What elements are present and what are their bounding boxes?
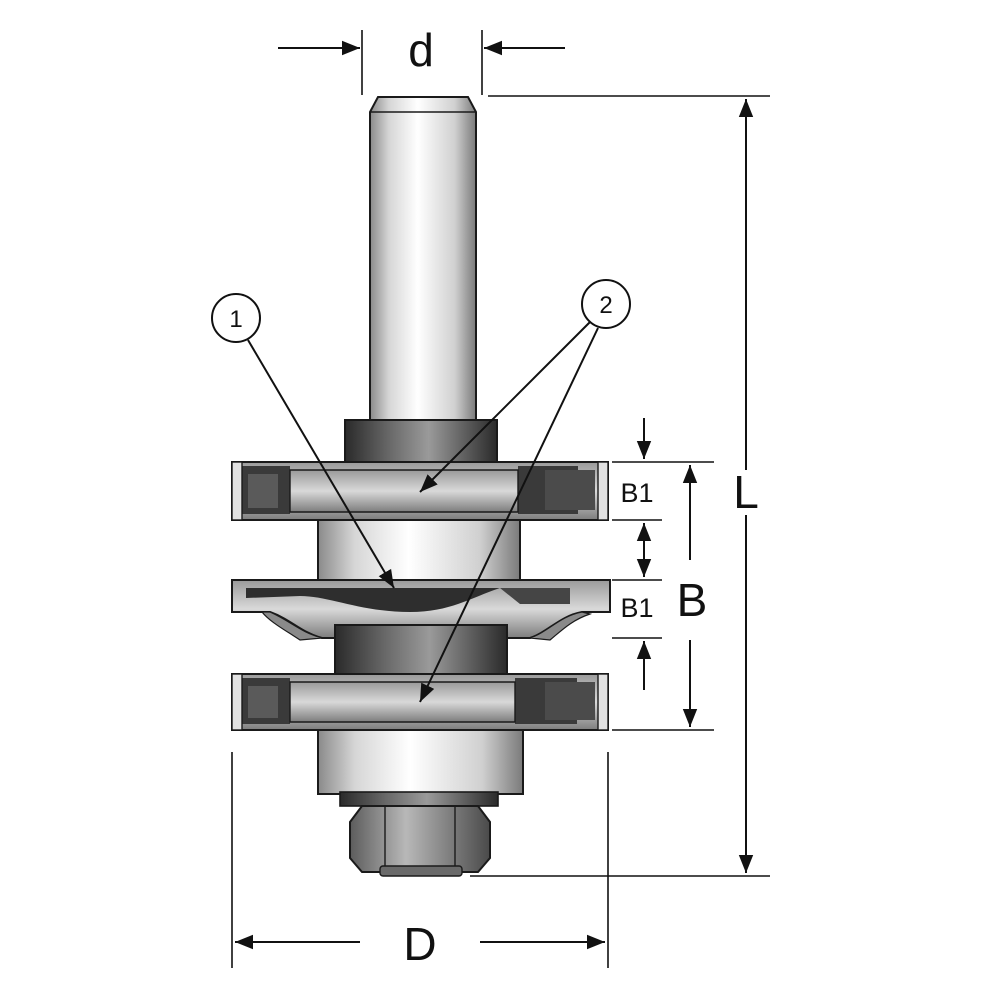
label-D: D: [403, 918, 436, 970]
label-L: L: [733, 466, 759, 518]
callout-2-number: 2: [599, 292, 612, 319]
dimension-D: D: [231, 752, 609, 970]
shank-collar: [344, 419, 498, 465]
dimension-B: B: [612, 461, 714, 731]
label-B1-top: B1: [620, 478, 653, 508]
callout-1-number: 1: [229, 306, 242, 333]
hex-nut: [349, 805, 491, 877]
top-cutter: [231, 461, 609, 521]
callout-2: 2: [419, 279, 631, 703]
label-d: d: [408, 24, 434, 76]
shank: [369, 96, 477, 426]
spacer-middle: [334, 624, 508, 678]
dimension-B1-bottom: B1: [612, 540, 662, 690]
washer: [339, 791, 499, 807]
spacer-upper: [317, 519, 521, 583]
label-B: B: [677, 574, 708, 626]
dimension-d: d: [278, 24, 565, 95]
spacer-lower: [317, 729, 524, 795]
profile-cutter: [231, 579, 611, 641]
dimension-L: L: [470, 95, 770, 877]
dimension-B1-top: B1: [612, 418, 662, 560]
label-B1-bottom: B1: [620, 593, 653, 623]
callout-1: 1: [211, 293, 395, 589]
